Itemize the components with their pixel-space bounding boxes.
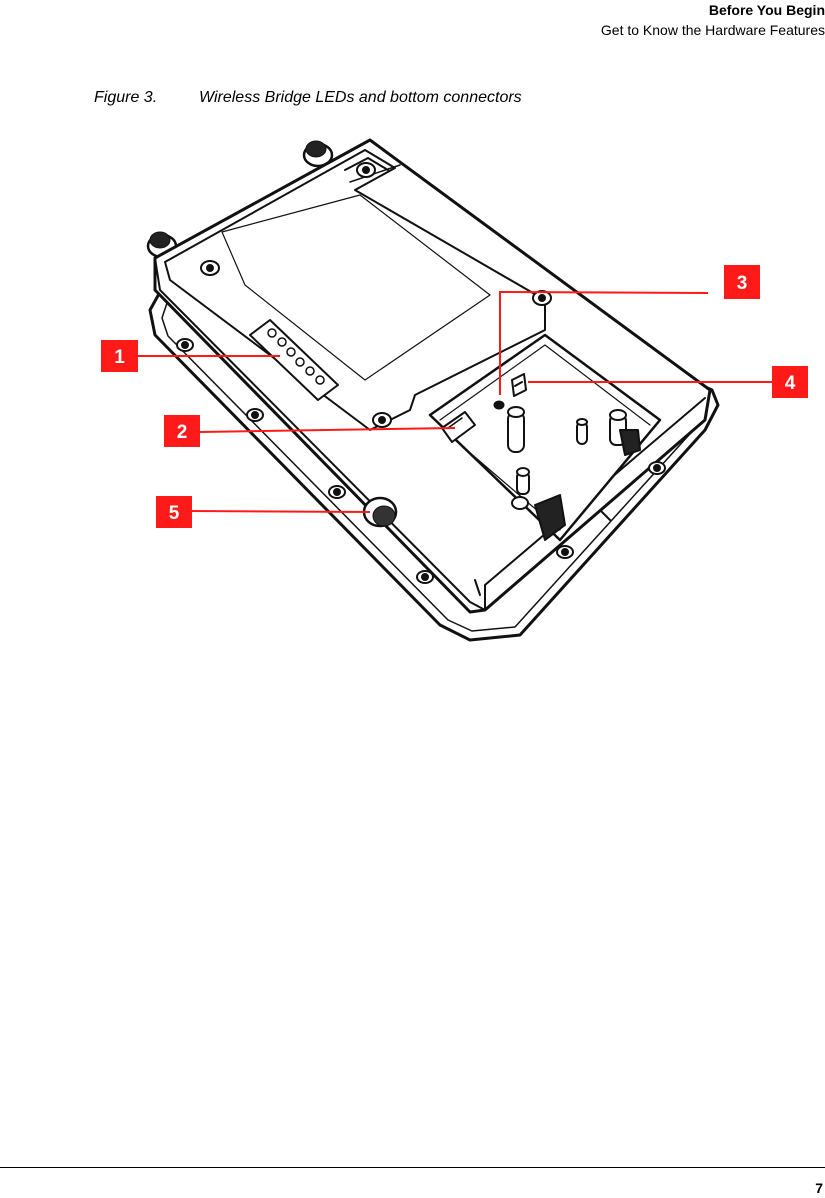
callout-leaders	[138, 290, 772, 513]
device-flange	[148, 290, 720, 642]
header-section-title: Before You Begin	[708, 2, 825, 18]
page-number: 7	[815, 1180, 823, 1196]
ethernet-port	[441, 411, 476, 443]
internal-post	[507, 406, 641, 541]
figure-label: Figure 3.	[94, 89, 158, 106]
console-connector	[511, 373, 527, 397]
mounting-clip	[176, 338, 666, 584]
callout-badge-1: 1	[101, 340, 138, 372]
figure-title: Wireless Bridge LEDs and bottom connecto…	[199, 89, 522, 106]
figure-illustration: 1 2 3 4 5	[101, 138, 808, 642]
callout-leader-5	[191, 510, 371, 513]
callout-badge-5: 5	[156, 496, 192, 528]
callout-number-4: 4	[785, 373, 796, 394]
device-body	[153, 138, 712, 614]
header-subsection-title: Get to Know the Hardware Features	[600, 22, 825, 38]
power-gland	[362, 496, 398, 528]
figure-caption: Figure 3. Wireless Bridge LEDs and bottom…	[94, 89, 522, 107]
screw	[200, 162, 552, 428]
callout-badge-2: 2	[164, 415, 200, 447]
callout-badges: 1 2 3 4 5	[101, 265, 808, 528]
callout-leader-2	[199, 427, 456, 433]
antenna-connector	[146, 140, 334, 259]
running-header: Before You Begin Get to Know the Hardwar…	[601, 0, 825, 40]
footer-rule	[0, 1167, 825, 1168]
callout-number-1: 1	[114, 347, 125, 368]
callout-number-3: 3	[737, 273, 748, 294]
callout-badge-3: 3	[724, 265, 760, 299]
callout-number-2: 2	[177, 422, 188, 443]
callout-number-5: 5	[169, 503, 180, 524]
callout-leader-3	[499, 290, 709, 395]
reset-button	[493, 400, 505, 410]
device-drawing	[146, 138, 720, 642]
led-panel	[249, 319, 339, 401]
callout-badge-4: 4	[772, 366, 808, 398]
